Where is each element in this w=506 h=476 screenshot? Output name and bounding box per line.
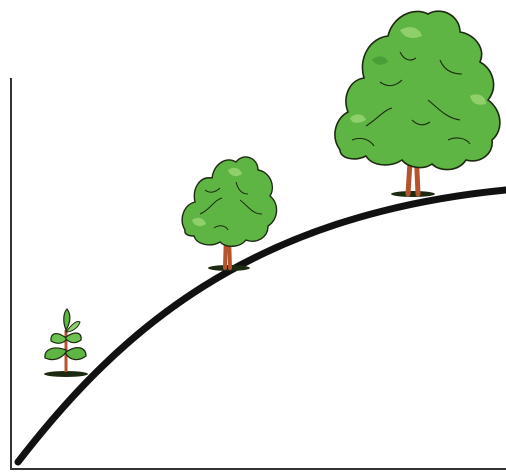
mature-tree-icon <box>335 11 500 197</box>
seedling-icon <box>44 309 88 377</box>
